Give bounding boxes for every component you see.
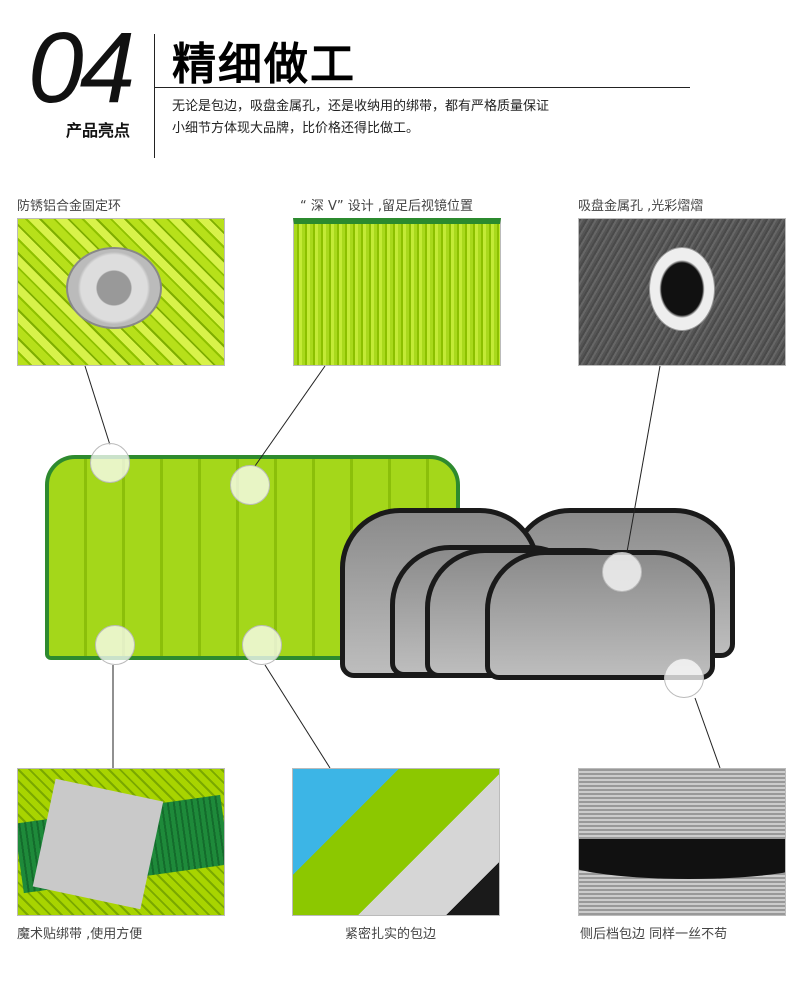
metal-ring-icon: [66, 247, 162, 329]
callout-circle: [602, 552, 642, 592]
section-title: 精细做工: [172, 39, 356, 90]
detail-image-velcro: [17, 768, 225, 916]
edge-binding-icon: [579, 839, 785, 879]
detail-image-grommet: [578, 218, 786, 366]
divider-horizontal: [154, 87, 690, 88]
callout-circle: [242, 625, 282, 665]
detail-image-ring: [17, 218, 225, 366]
divider-vertical: [154, 34, 155, 158]
detail-label: 防锈铝合金固定环: [17, 199, 122, 214]
callout-circle: [664, 658, 704, 698]
detail-label: 侧后档包边 同样一丝不苟: [580, 927, 728, 942]
velcro-patch-icon: [32, 778, 164, 910]
detail-label: 紧密扎实的包边: [345, 927, 437, 942]
detail-image-deep-v: [293, 218, 501, 366]
callout-circle: [95, 625, 135, 665]
grommet-icon: [649, 247, 715, 331]
section-number: 04: [28, 12, 135, 124]
detail-image-side-edge: [578, 768, 786, 916]
callout-circle: [230, 465, 270, 505]
detail-label: “ 深 V” 设计 ,留足后视镜位置: [300, 199, 474, 214]
detail-image-binding: [292, 768, 500, 916]
callout-circle: [90, 443, 130, 483]
description-line: 小细节方体现大品牌，比价格还得比做工。: [172, 121, 420, 136]
detail-label: 魔术贴绑带 ,使用方便: [17, 927, 143, 942]
section-subtitle: 产品亮点: [66, 121, 131, 140]
description-line: 无论是包边，吸盘金属孔，还是收纳用的绑带，都有严格质量保证: [172, 99, 550, 114]
detail-label: 吸盘金属孔 ,光彩熠熠: [578, 199, 704, 214]
